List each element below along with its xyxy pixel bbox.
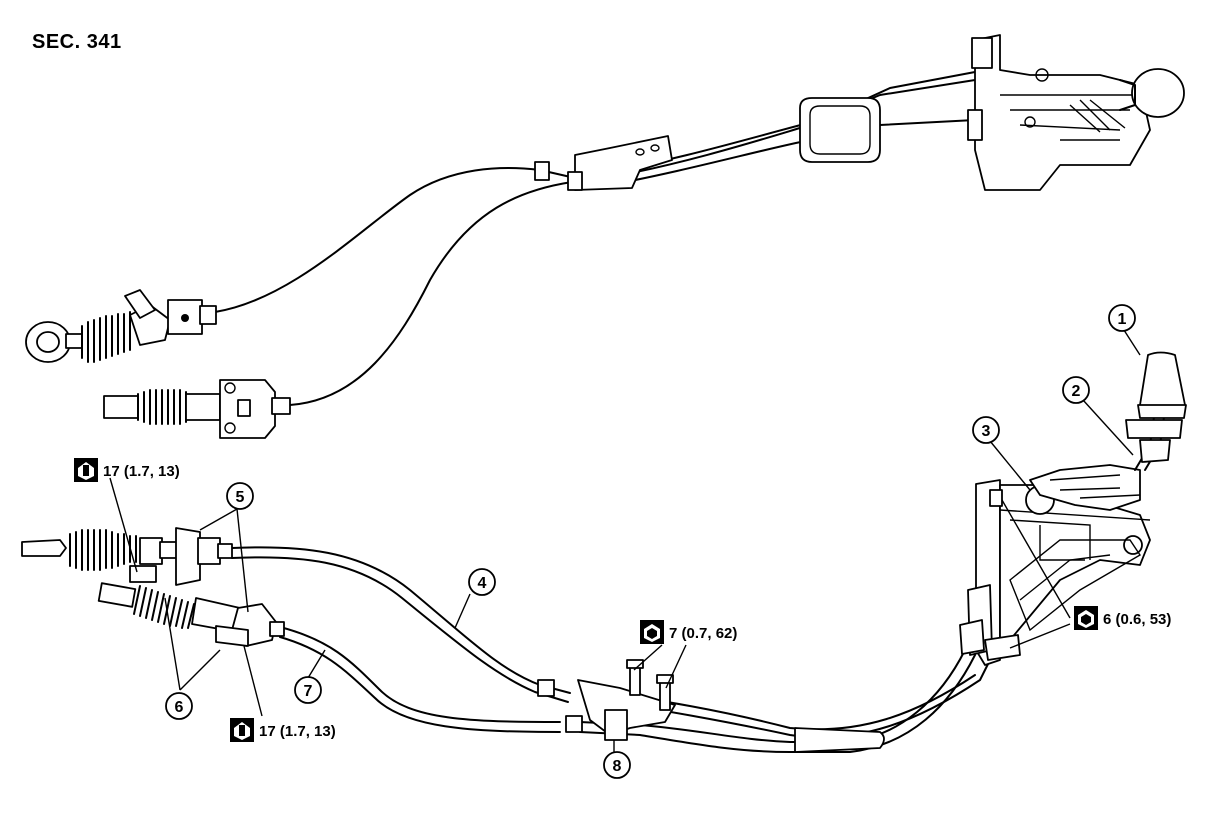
svg-text:17 (1.7, 13): 17 (1.7, 13) [103, 463, 180, 480]
svg-text:5: 5 [236, 489, 245, 506]
callout-5: 5 [226, 482, 254, 510]
bottom-end-fitting-lower [97, 582, 285, 647]
svg-text:4: 4 [478, 575, 487, 592]
svg-text:17 (1.7, 13): 17 (1.7, 13) [259, 723, 336, 740]
bottom-assembly [21, 351, 1187, 753]
svg-text:7 (0.7, 62): 7 (0.7, 62) [669, 625, 737, 642]
callout-2: 2 [1062, 376, 1090, 404]
svg-text:8: 8 [613, 758, 622, 775]
torque-spec-lower-left: 17 (1.7, 13) [230, 718, 336, 742]
top-select-cable [214, 167, 576, 313]
torque-spec-upper-left: 17 (1.7, 13) [74, 458, 180, 482]
top-grommet [799, 97, 881, 163]
svg-text:2: 2 [1072, 383, 1081, 400]
callout-8: 8 [603, 751, 631, 779]
torque-spec-bracket: 7 (0.7, 62) [640, 620, 737, 644]
callout-3: 3 [972, 416, 1000, 444]
svg-text:7: 7 [304, 683, 313, 700]
top-shift-knob [1131, 68, 1185, 118]
top-assembly [25, 34, 1185, 439]
torque-wrench-icon [74, 458, 98, 482]
svg-text:6: 6 [175, 699, 184, 716]
top-end-fitting-rod [103, 379, 291, 439]
svg-text:3: 3 [982, 423, 991, 440]
callout-7: 7 [294, 676, 322, 704]
top-shift-cable [289, 181, 573, 406]
svg-text:1: 1 [1118, 311, 1127, 328]
torque-socket-icon [1074, 606, 1098, 630]
top-cable-bracket [574, 135, 673, 191]
callout-4: 4 [468, 568, 496, 596]
cable-4 [231, 546, 571, 694]
torque-wrench-icon [230, 718, 254, 742]
top-end-fitting-eye [25, 289, 217, 363]
section-label: SEC. 341 [32, 31, 122, 53]
top-shifter-housing [974, 34, 1151, 191]
leader-lines [109, 326, 1141, 752]
svg-text:6 (0.6, 53): 6 (0.6, 53) [1103, 611, 1171, 628]
callout-6: 6 [165, 692, 193, 720]
torque-socket-icon [640, 620, 664, 644]
bottom-end-fitting-upper [21, 527, 233, 586]
callout-1: 1 [1108, 304, 1136, 332]
torque-spec-shifter: 6 (0.6, 53) [1074, 606, 1171, 630]
bottom-shifter [959, 351, 1187, 666]
